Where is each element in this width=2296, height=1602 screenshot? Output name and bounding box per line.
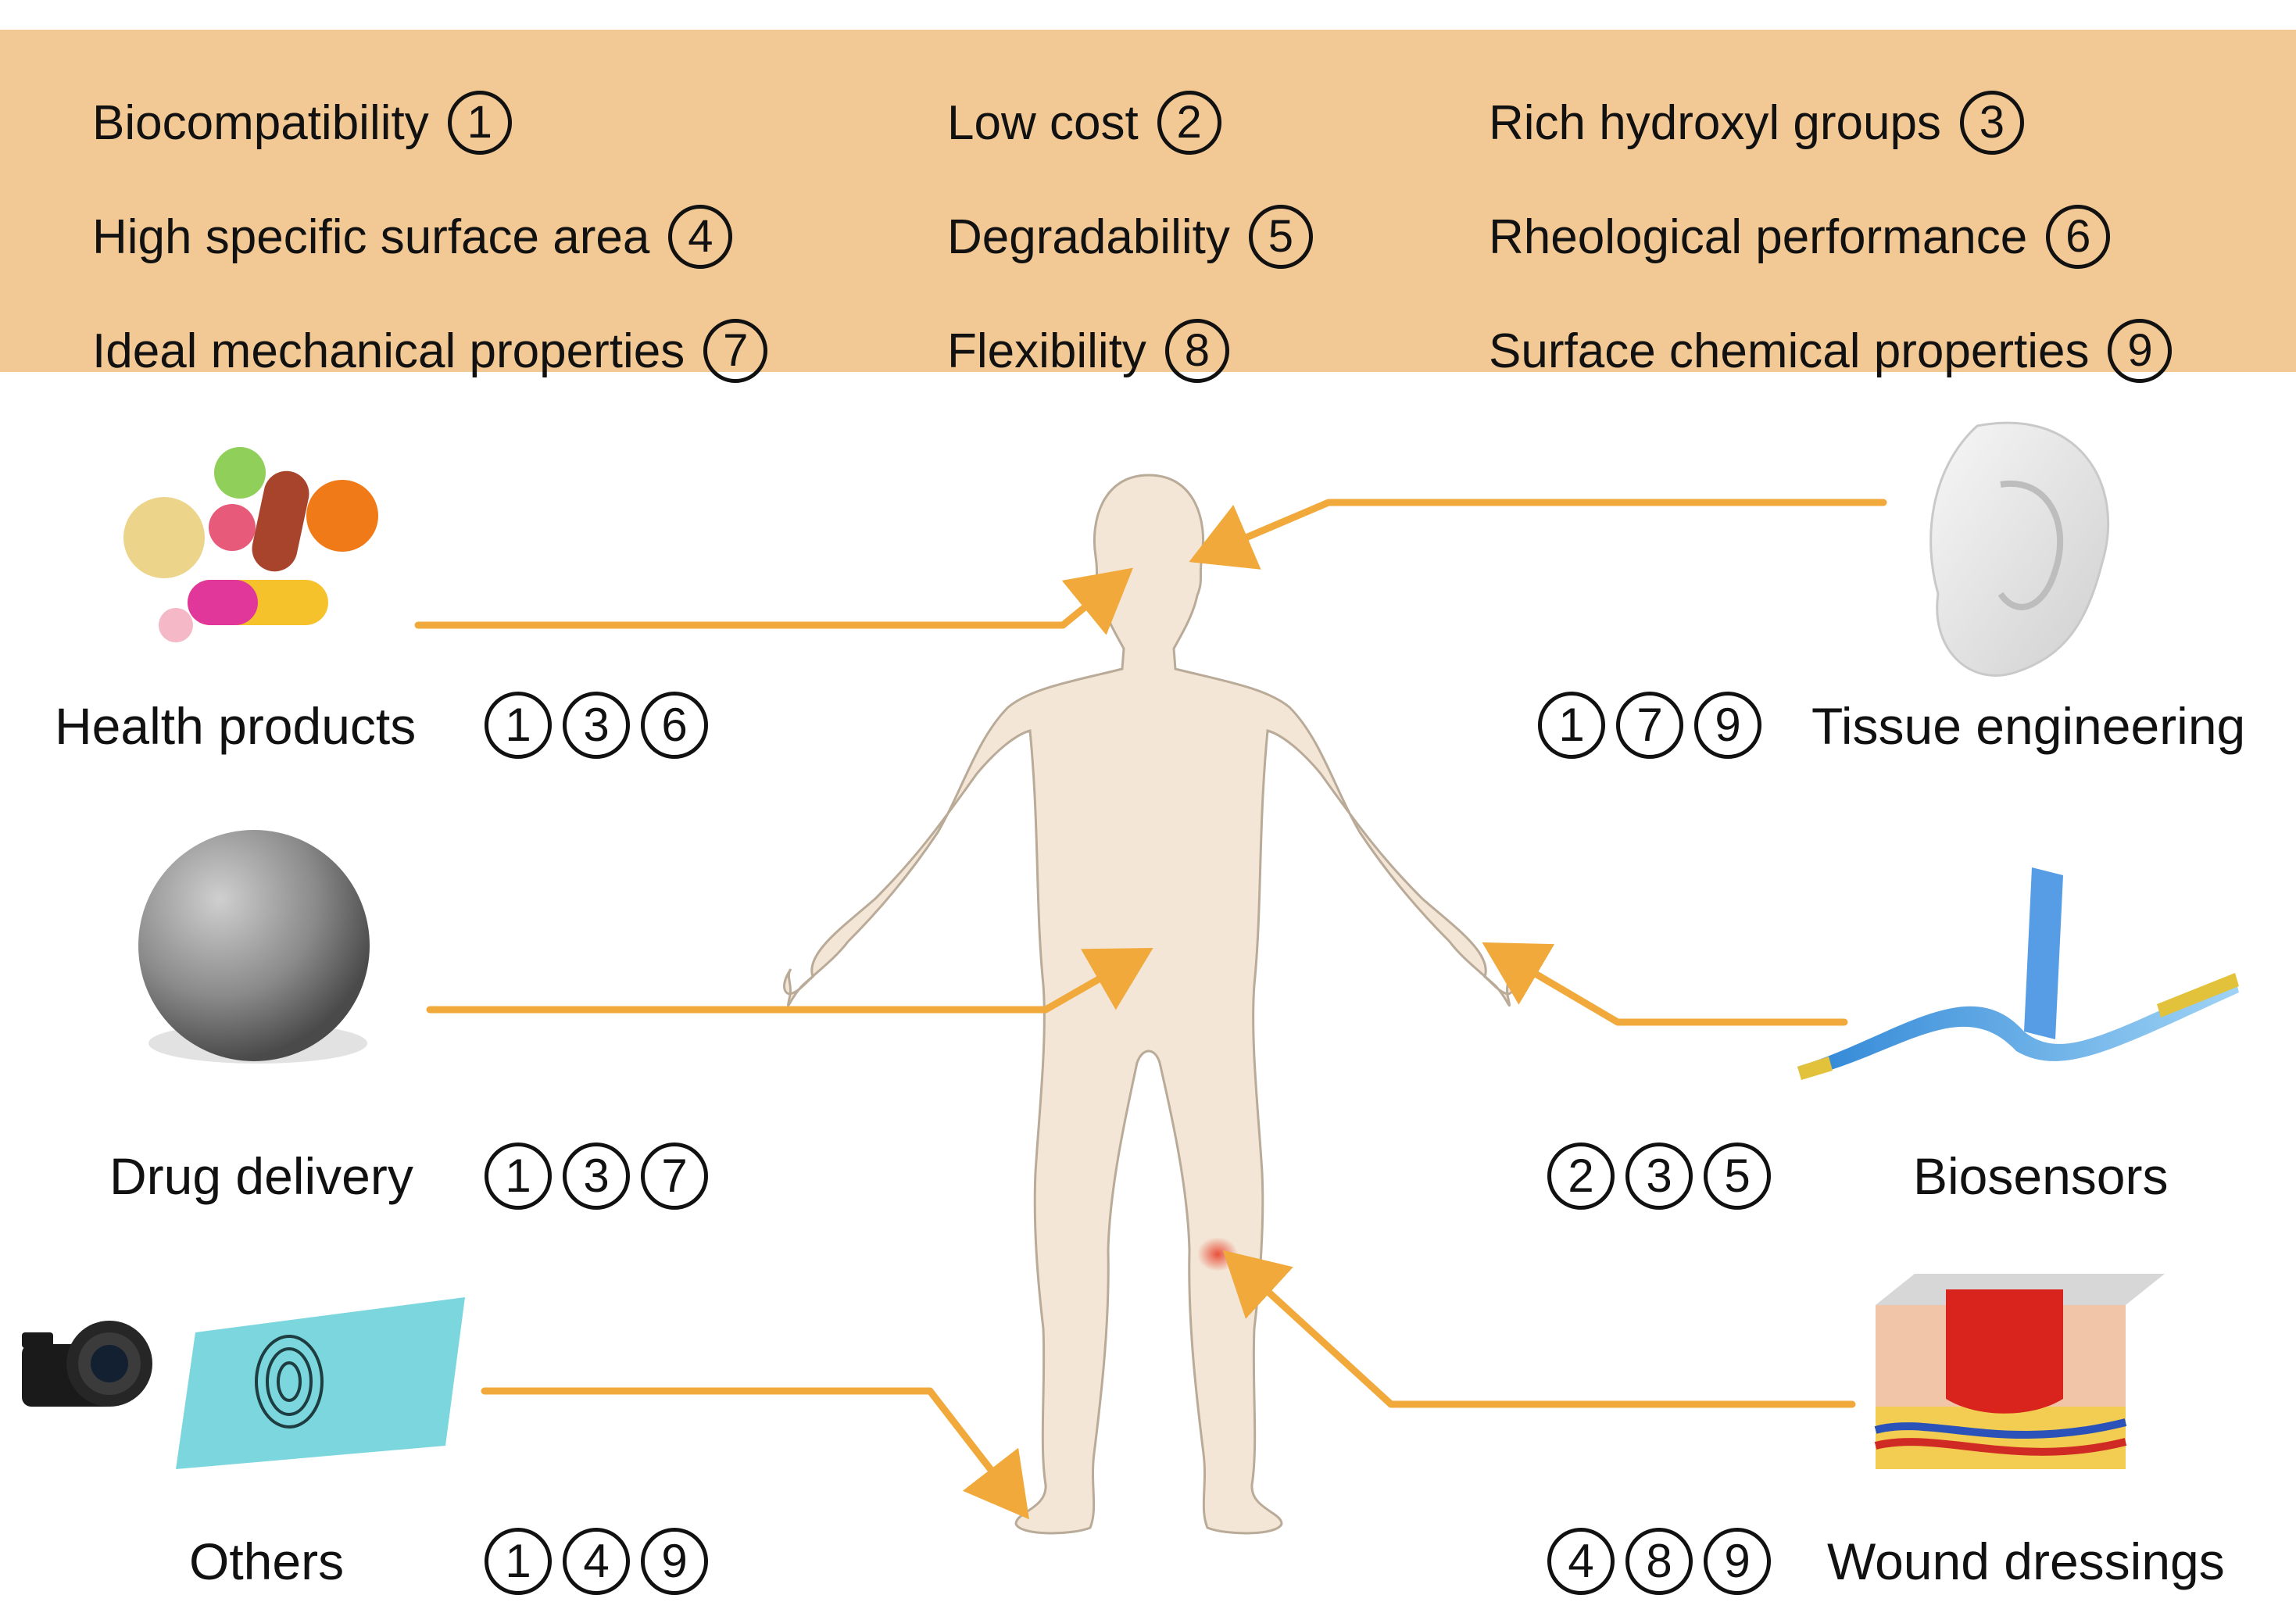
pills-image [123,447,378,642]
properties-banner: Biocompatibility 1 Low cost 2 Rich hydro… [0,30,2296,383]
arrow-drug-delivery [426,948,1153,1014]
property-number: 1 [1538,692,1605,759]
property-label: Surface chemical properties [1489,324,2090,378]
property-flexibility: Flexibility 8 [947,319,1229,383]
property-number: 4 [1547,1528,1615,1595]
label-drug-delivery: Drug delivery [109,1147,413,1205]
property-number: 2 [1157,91,1221,155]
arrow-biosensors [1482,942,1848,1026]
property-high-specific-surface-area: High specific surface area 4 [92,205,733,269]
arrow-others [481,1387,1030,1520]
property-label: Degradability [947,209,1230,264]
fingerprint-plate-image [176,1297,465,1469]
property-number: 1 [485,1142,552,1210]
label-tissue-engineering: Tissue engineering [1811,697,2246,755]
arrow-health-products [414,567,1133,635]
property-number: 3 [563,692,630,759]
ear-image [1929,421,2110,677]
sphere-particle-image [138,830,370,1064]
skin-cross-section-image [1874,1274,2165,1469]
label-wound-dressings: Wound dressings [1827,1532,2225,1590]
biosensor-image [1797,867,2239,1080]
property-label: High specific surface area [92,209,650,264]
property-number: 4 [668,205,733,269]
property-number: 3 [1959,91,2024,155]
property-number: 3 [1625,1142,1693,1210]
property-ideal-mechanical-properties: Ideal mechanical properties 7 [92,319,768,383]
property-label: Flexibility [947,324,1146,378]
property-number: 8 [1625,1528,1693,1595]
property-number: 8 [1164,319,1229,383]
property-label: Low cost [947,95,1139,150]
connector-arrows [414,499,1887,1520]
property-number: 3 [563,1142,630,1210]
numbers-wound-dressings: 4 8 9 [1547,1528,1771,1595]
property-number: 5 [1704,1142,1771,1210]
property-number: 6 [2046,205,2111,269]
property-number: 9 [1694,692,1761,759]
property-surface-chemical-properties: Surface chemical properties 9 [1489,319,2173,383]
property-label: Rheological performance [1489,209,2028,264]
property-biocompatibility: Biocompatibility 1 [92,91,512,155]
property-number: 9 [2108,319,2173,383]
property-low-cost: Low cost 2 [947,91,1221,155]
numbers-others: 1 4 9 [485,1528,708,1595]
arrow-tissue-engineering [1189,499,1887,570]
property-number: 7 [1616,692,1683,759]
property-label: Ideal mechanical properties [92,324,685,378]
numbers-drug-delivery: 1 3 7 [485,1142,708,1210]
property-label: Rich hydroxyl groups [1489,95,1941,150]
numbers-tissue-engineering: 1 7 9 [1538,692,1761,759]
label-biosensors: Biosensors [1913,1147,2169,1205]
property-degradability: Degradability 5 [947,205,1313,269]
body-outline [783,474,1515,1535]
property-number: 9 [1704,1528,1771,1595]
property-number: 2 [1547,1142,1615,1210]
property-number: 6 [641,692,708,759]
property-rich-hydroxyl-groups: Rich hydroxyl groups 3 [1489,91,2024,155]
property-number: 1 [485,692,552,759]
human-body-silhouette [783,474,1515,1535]
property-number: 1 [447,91,512,155]
label-others: Others [189,1532,345,1590]
property-number: 7 [641,1142,708,1210]
property-label: Biocompatibility [92,95,429,150]
property-number: 5 [1248,205,1313,269]
numbers-biosensors: 2 3 5 [1547,1142,1771,1210]
property-number: 1 [485,1528,552,1595]
label-health-products: Health products [55,697,417,755]
property-number: 7 [703,319,768,383]
property-number: 9 [641,1528,708,1595]
arrow-wound-dressings [1222,1250,1856,1408]
wound-spot [1197,1237,1238,1271]
property-number: 4 [563,1528,630,1595]
numbers-health-products: 1 3 6 [485,692,708,759]
camera-image [22,1321,152,1407]
property-rheological-performance: Rheological performance 6 [1489,205,2111,269]
